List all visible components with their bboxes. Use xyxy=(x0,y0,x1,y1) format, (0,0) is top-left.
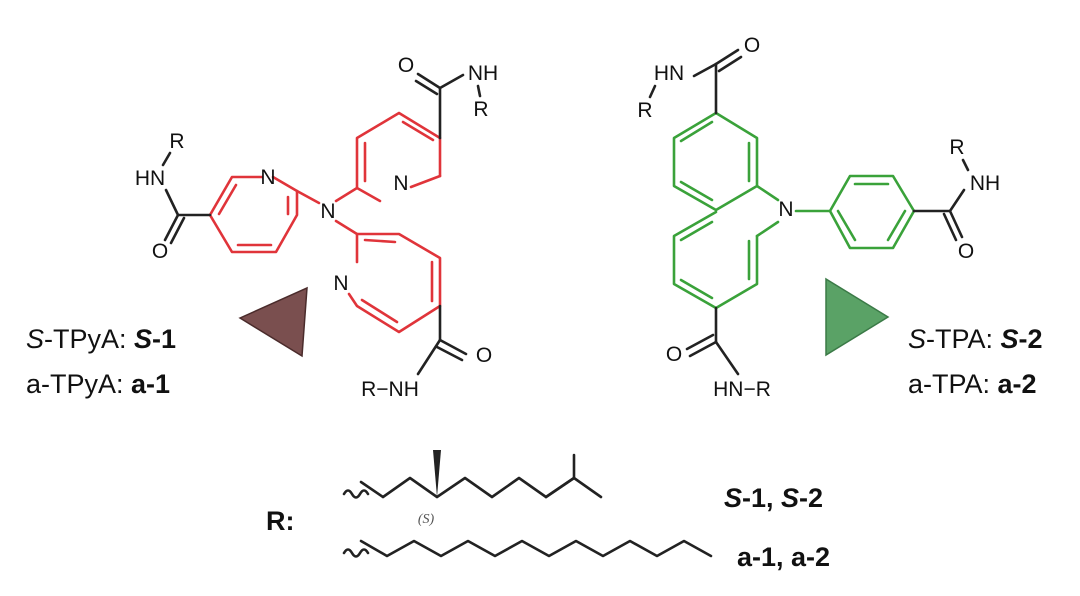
tpya-ring-upper-n: N xyxy=(393,172,408,195)
r-group-chiral-chain: (S) xyxy=(342,450,603,527)
chiral-chain-backbone xyxy=(359,476,603,499)
tpya-ring-upper-cn xyxy=(409,174,442,189)
tpa-amide-upper-hn: HN xyxy=(654,62,684,85)
tpya-amide-upper-o: O xyxy=(398,54,414,77)
tpa-ring-upper xyxy=(672,111,759,212)
tpa-amide-right-nh: NH xyxy=(970,172,1000,195)
tpya-amide-lower-o: O xyxy=(476,344,492,367)
tpa-amide-lower-cn xyxy=(714,340,740,376)
linear-attachment-wavy xyxy=(342,548,370,558)
tpya-ring-upper-inner xyxy=(363,120,435,183)
tpya-amide-left-hn: HN xyxy=(135,167,165,190)
linear-r-label: a-1, a-2 xyxy=(737,542,830,572)
tpya-amide-upper-co xyxy=(414,72,442,96)
tpya-amide-lower-co xyxy=(435,338,468,362)
tpa-ring-lower-inner xyxy=(679,220,751,300)
tpya-bond-n-lower xyxy=(334,219,359,236)
tpa-amide-upper-r: R xyxy=(637,99,652,122)
tpa-ring-right xyxy=(828,174,916,250)
tpa-bond-n-lower xyxy=(755,220,780,238)
tpa-central-n: N xyxy=(778,198,793,221)
tpa-label-line1: S-TPA: S-2 xyxy=(908,324,1043,354)
stereo-descriptor: (S) xyxy=(418,512,435,527)
tpya-amide-left-co xyxy=(163,213,186,245)
tpa-amide-upper-o: O xyxy=(744,34,760,57)
tpya-amide-upper-r: R xyxy=(473,98,488,121)
tpya-amide-left-cn xyxy=(164,188,180,217)
linear-chain-backbone xyxy=(359,539,713,558)
tpa-amide-right-o: O xyxy=(958,240,974,263)
tpya-ring-lower-n: N xyxy=(333,272,348,295)
chiral-attachment-wavy xyxy=(342,489,370,499)
tpya-amide-lower-rnh: R−NH xyxy=(361,378,419,401)
tpa-amide-right-nr xyxy=(961,158,970,172)
chiral-wedge-bond xyxy=(433,450,441,497)
tpya-label-line1: S-TPyA: S-1 xyxy=(26,324,176,354)
tpya-bond-n-left xyxy=(295,189,321,205)
tpya-ring-left-inner xyxy=(217,183,290,247)
tpya-central-n: N xyxy=(320,200,335,223)
tpya-amide-upper-nh: NH xyxy=(468,62,498,85)
tpya-ring-left-n: N xyxy=(260,166,275,189)
tpa-ring-right-inner xyxy=(836,182,907,242)
r-group-label: R: xyxy=(266,506,295,536)
tpa-label-line2: a-TPA: a-2 xyxy=(908,369,1037,399)
tpya-label-line2: a-TPyA: a-1 xyxy=(26,369,170,399)
tpya-ring-left xyxy=(208,175,299,254)
tpya-amide-left-r: R xyxy=(169,130,184,153)
tpa-amide-lower-co xyxy=(685,333,718,358)
tpya-amide-upper-nr xyxy=(476,84,482,98)
tpya-ring-lower-inner xyxy=(360,238,434,324)
chiral-chain-isopropyl-a xyxy=(544,476,576,499)
tpya-molecule: N N O NH R N O HN R N xyxy=(135,54,498,401)
tpa-amide-lower-o: O xyxy=(666,343,682,366)
tpa-amide-right-cn xyxy=(948,188,966,213)
tpa-amide-right-r: R xyxy=(949,136,964,159)
tpa-ring-lower xyxy=(672,210,759,310)
tpya-amide-left-o: O xyxy=(152,240,168,263)
tpa-ring-upper-inner xyxy=(679,120,751,202)
tpa-amide-right-co xyxy=(942,209,964,242)
chiral-r-label: S-1, S-2 xyxy=(724,483,823,513)
tpa-triangle-icon xyxy=(825,277,890,357)
r-group-linear-chain xyxy=(342,539,713,558)
tpa-amide-upper-co xyxy=(714,48,743,73)
tpa-molecule: N O HN R O NH R O HN−R xyxy=(637,34,1000,401)
tpa-amide-upper-nr xyxy=(648,84,657,99)
tpya-ring-upper xyxy=(355,111,442,203)
tpya-ring-lower xyxy=(347,232,442,334)
tpya-triangle-icon xyxy=(238,286,308,358)
tpya-bond-n-upper xyxy=(334,186,359,203)
tpya-amide-upper-cn xyxy=(438,73,465,90)
tpa-amide-upper-cn xyxy=(692,62,718,78)
tpya-amide-lower-cn xyxy=(416,338,442,376)
tpa-bond-n-upper xyxy=(755,184,780,202)
tpa-amide-lower-hnr: HN−R xyxy=(713,378,771,401)
tpya-amide-left-nr xyxy=(161,151,172,167)
